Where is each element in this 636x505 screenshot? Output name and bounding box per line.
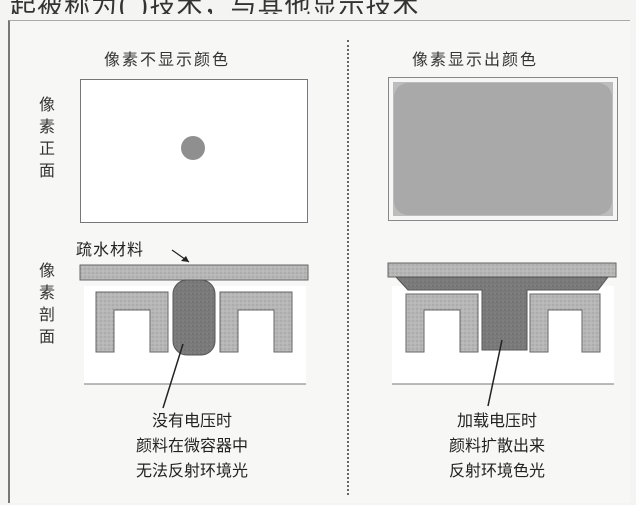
row-label-front-char: 素	[38, 117, 55, 136]
hydrophobic-layer-left	[79, 264, 309, 281]
pigment-capsule	[172, 279, 216, 356]
left-caption-line: 颜料在微容器中	[135, 436, 248, 455]
left-caption: 没有电压时 颜料在微容器中 无法反射环境光	[107, 408, 277, 483]
center-divider	[347, 40, 349, 495]
right-caption-line: 颜料扩散出来	[448, 436, 545, 455]
wall-block-left-2	[219, 291, 293, 353]
left-panel-title: 像素不显示颜色	[104, 50, 231, 69]
wall-block-right-2	[529, 293, 601, 353]
spread-pigment	[394, 276, 610, 351]
pixel-front-off	[80, 79, 308, 223]
row-label-front-char: 像	[38, 95, 55, 114]
right-section	[387, 262, 617, 407]
left-caption-line: 没有电压时	[151, 411, 232, 430]
left-caption-line: 无法反射环境光	[135, 461, 248, 480]
pigment-dot	[181, 136, 205, 160]
row-label-front-char: 面	[38, 161, 55, 180]
row-label-section: 像 素 剖 面	[37, 260, 57, 348]
pixel-color-fill	[394, 83, 612, 215]
row-label-section-char: 像	[38, 261, 55, 280]
row-label-section-char: 剖	[38, 305, 55, 324]
row-label-section-char: 面	[38, 327, 55, 346]
wall-block-left-1	[95, 291, 169, 353]
right-panel-title: 像素显示出颜色	[412, 50, 539, 69]
row-label-front: 像 素 正 面	[37, 94, 57, 182]
row-label-front-char: 正	[38, 139, 55, 158]
right-caption-line: 加载电压时	[456, 411, 537, 430]
right-caption-line: 反射环境色光	[448, 461, 545, 480]
hydrophobic-material-label: 疏水材料	[76, 240, 145, 259]
pixel-front-on	[388, 77, 618, 221]
wall-block-right-1	[405, 293, 479, 353]
right-caption: 加载电压时 颜料扩散出来 反射环境色光	[412, 408, 582, 483]
row-label-section-char: 素	[38, 283, 55, 302]
left-section	[79, 249, 309, 409]
header-partial-text: 起被称为( )技术，与其他显示技术	[0, 0, 636, 14]
top-layer-right	[387, 262, 617, 278]
